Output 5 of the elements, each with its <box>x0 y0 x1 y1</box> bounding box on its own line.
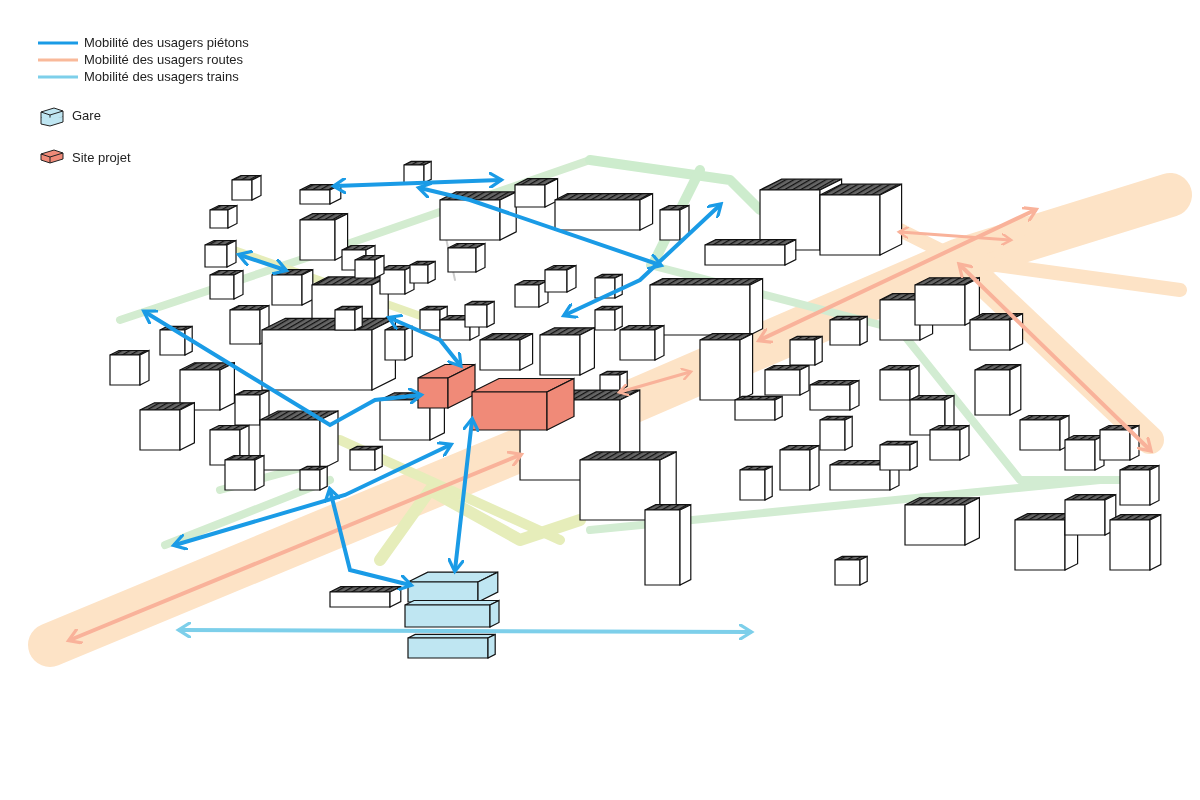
legend-label: Mobilité des usagers trains <box>84 69 239 84</box>
legend-label: Mobilité des usagers routes <box>84 52 243 67</box>
legend-label: Gare <box>72 107 101 123</box>
legend-label: Site projet <box>72 149 131 165</box>
legend-label: Mobilité des usagers piétons <box>84 35 249 50</box>
